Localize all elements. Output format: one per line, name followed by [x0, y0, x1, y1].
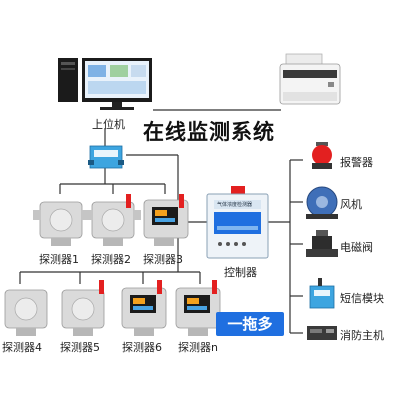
output-label-alarm: 报警器: [340, 156, 373, 169]
output-label-valve: 电磁阀: [340, 241, 373, 254]
detector-3-label: 探测器3: [143, 253, 183, 266]
one-to-many-badge: 一拖多: [216, 312, 284, 336]
detector-4-label: 探测器4: [2, 341, 42, 354]
fan: [306, 186, 338, 219]
detector-3: [143, 194, 189, 246]
fire-control-host: [307, 326, 337, 340]
host-label: 上位机: [92, 118, 125, 131]
connection-lines: [19, 109, 303, 334]
sms-module: [309, 278, 335, 309]
controller-screen-text: 气体浓度检测器: [217, 202, 253, 208]
detector-n: [175, 280, 221, 336]
detector-n-label: 探测器n: [178, 341, 218, 354]
output-label-fire-host: 消防主机: [340, 329, 384, 342]
detector-1: [33, 201, 89, 246]
detector-6: [121, 280, 167, 336]
output-label-fan: 风机: [340, 198, 362, 211]
detector-2-label: 探测器2: [91, 253, 131, 266]
controller-label: 控制器: [224, 266, 257, 279]
detector-2: [85, 194, 141, 246]
solenoid-valve: [306, 230, 338, 257]
detector-6-label: 探测器6: [122, 341, 162, 354]
host-computer: [58, 58, 152, 110]
output-label-sms: 短信模块: [340, 292, 384, 305]
detector-1-label: 探测器1: [39, 253, 79, 266]
printer: [279, 53, 341, 105]
rs485-module: [88, 145, 124, 169]
detector-4: [4, 289, 48, 336]
detector-5-label: 探测器5: [60, 341, 100, 354]
diagram-title: 在线监测系统: [143, 120, 275, 144]
controller: [206, 186, 269, 259]
alarm-beacon: [312, 142, 332, 169]
detector-5: [61, 280, 105, 336]
